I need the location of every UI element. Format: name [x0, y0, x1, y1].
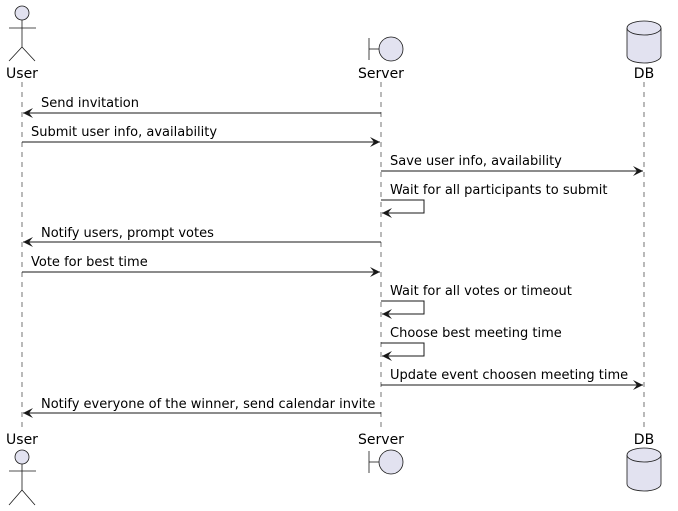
lifelines	[21, 82, 645, 430]
participant-user-label-bottom: User	[6, 432, 38, 448]
database-db-icon-bottom	[626, 447, 662, 492]
participant-db-label-bottom: DB	[634, 432, 654, 448]
message-label: Choose best meeting time	[390, 326, 562, 341]
message-label: Wait for all participants to submit	[390, 183, 607, 198]
message-label: Vote for best time	[31, 255, 148, 270]
boundary-server-icon-bottom	[368, 449, 404, 475]
database-db-icon	[626, 20, 662, 64]
participant-db-label: DB	[634, 66, 654, 82]
messages	[22, 108, 643, 418]
message-label: Update event choosen meeting time	[390, 368, 628, 383]
message-labels: Send invitation Submit user info, availa…	[31, 96, 628, 412]
boundary-server-icon	[368, 36, 404, 62]
participants-bottom: User Server DB	[6, 432, 662, 506]
actor-user-icon-bottom	[8, 449, 36, 506]
message-label: Submit user info, availability	[31, 125, 217, 140]
participants-top: User Server DB	[6, 5, 662, 82]
message-label: Save user info, availability	[390, 154, 562, 169]
participant-server-label-bottom: Server	[358, 432, 404, 448]
message-self-arrow	[381, 300, 425, 319]
message-label: Send invitation	[41, 96, 139, 111]
message-label: Notify everyone of the winner, send cale…	[41, 397, 375, 412]
actor-user-icon	[8, 5, 36, 62]
message-label: Notify users, prompt votes	[41, 226, 214, 241]
participant-server-label: Server	[358, 66, 404, 82]
message-self-arrow	[381, 342, 425, 361]
participant-user-label: User	[6, 66, 38, 82]
message-label: Wait for all votes or timeout	[390, 284, 572, 299]
message-self-arrow	[381, 199, 425, 218]
